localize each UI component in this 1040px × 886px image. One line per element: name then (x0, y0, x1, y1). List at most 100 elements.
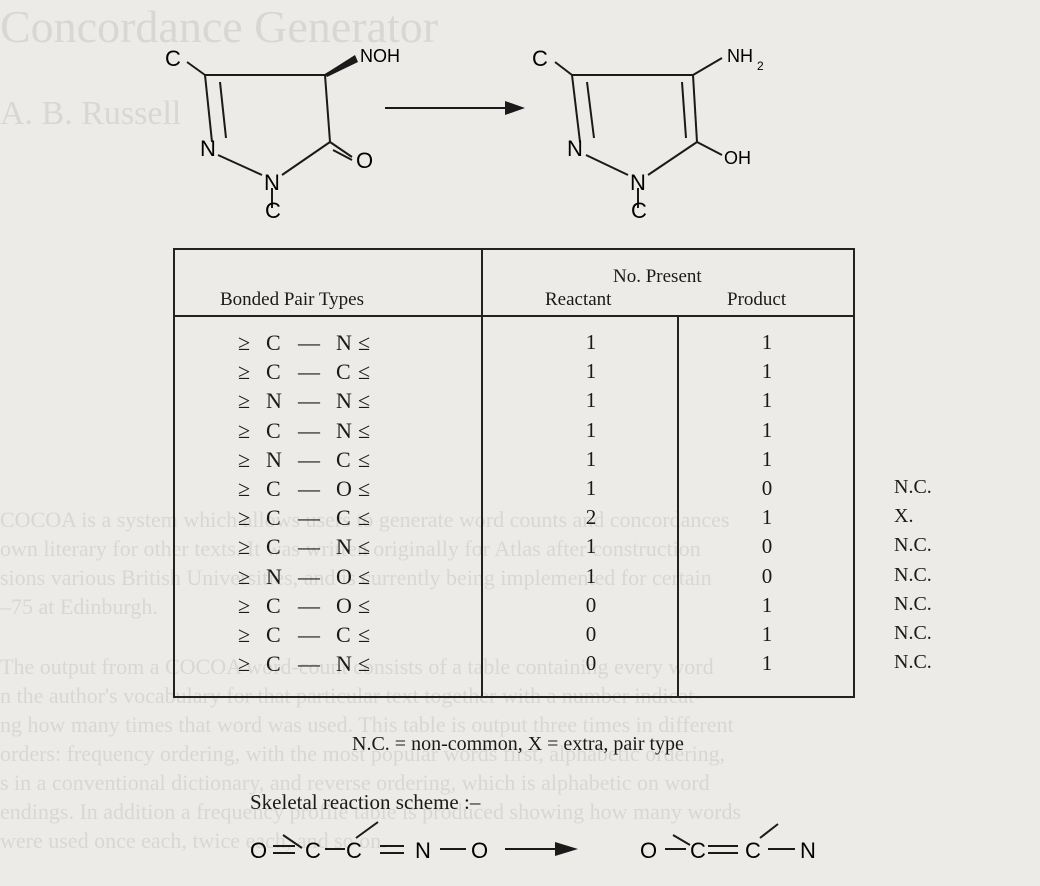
table-row: ≥N—N≤ 1 1 (0, 388, 1040, 417)
atom-label: NOH (360, 46, 400, 66)
reactant-count: 1 (585, 534, 597, 558)
atom-label: C (265, 198, 281, 223)
bonded-pair-formula: ≥C—N≤ (238, 534, 371, 559)
bond-atom: C (266, 622, 281, 647)
bond-atom: C (266, 476, 281, 501)
pair-type-note: N.C. (894, 476, 932, 498)
atom-label: C (305, 838, 321, 863)
atom-label: N (415, 838, 431, 863)
background-page-author: A. B. Russell (0, 95, 182, 132)
atom-label: O (471, 838, 488, 863)
skeletal-bonds (273, 821, 795, 854)
atom-label: OH (724, 148, 751, 168)
bond-atom: N (336, 418, 352, 443)
bonded-pair-formula: ≥C—C≤ (238, 505, 371, 530)
reactant-count: 1 (585, 476, 597, 500)
product-count: 1 (761, 622, 773, 646)
table-row: ≥N—C≤ 1 1 (0, 447, 1040, 476)
bond-atom: C (266, 418, 281, 443)
background-page-title: Concordance Generator (0, 1, 439, 52)
bond-atom: C (266, 534, 281, 559)
bond-atom: N (336, 534, 352, 559)
atom-label: N (800, 838, 816, 863)
product-count: 1 (761, 447, 773, 471)
atom-label: C (165, 46, 181, 71)
bond-atom: C (336, 622, 351, 647)
reactant-count: 0 (585, 593, 597, 617)
bond-atom: O (336, 564, 352, 589)
bonded-pair-formula: ≥C—O≤ (238, 593, 371, 618)
bond-atom: C (266, 359, 281, 384)
atom-label: C (745, 838, 761, 863)
table-row: ≥C—N≤ 1 0 N.C. (0, 534, 1040, 563)
table-divider (677, 316, 679, 698)
bond-atom: N (266, 447, 282, 472)
atom-label: 2 (757, 59, 764, 73)
product-count: 0 (761, 476, 773, 500)
reactant-structure (186, 57, 356, 208)
product-structure (554, 57, 723, 208)
bond-atom: C (336, 359, 351, 384)
skeletal-scheme-label: Skeletal reaction scheme :– (250, 790, 481, 814)
bonded-pair-formula: ≥N—C≤ (238, 447, 371, 472)
reactant-count: 0 (585, 622, 597, 646)
column-header-product: Product (727, 289, 787, 310)
product-count: 1 (761, 593, 773, 617)
table-footnote: N.C. = non-common, X = extra, pair type (352, 733, 684, 755)
bond-atom: C (266, 651, 281, 676)
atom-label: C (690, 838, 706, 863)
bond-atom: O (336, 593, 352, 618)
product-count: 1 (761, 388, 773, 412)
atom-label: O (356, 148, 373, 173)
pair-type-note: N.C. (894, 564, 932, 586)
column-header-bonded-pair-types: Bonded Pair Types (220, 289, 364, 310)
product-count: 0 (761, 534, 773, 558)
atom-label: N (630, 170, 646, 195)
table-divider (481, 248, 483, 698)
bonded-pair-formula: ≥C—N≤ (238, 330, 371, 355)
atom-label: C (631, 198, 647, 223)
product-count: 1 (761, 418, 773, 442)
background-paragraph: COCOA is a system which allows users to … (0, 507, 730, 619)
pair-type-note: X. (894, 505, 914, 527)
pair-type-note: N.C. (894, 651, 932, 673)
bonded-pair-formula: ≥C—O≤ (238, 476, 371, 501)
reactant-count: 1 (585, 388, 597, 412)
reactant-count: 1 (585, 330, 597, 354)
table-row: ≥C—N≤ 1 1 (0, 330, 1040, 359)
bond-atom: O (336, 476, 352, 501)
pair-type-note: N.C. (894, 534, 932, 556)
bond-atom: C (266, 593, 281, 618)
product-count: 1 (761, 505, 773, 529)
bond-atom: C (266, 330, 281, 355)
product-count: 1 (761, 651, 773, 675)
reaction-arrow (385, 101, 525, 115)
column-header-reactant: Reactant (545, 289, 612, 310)
table-row: ≥C—O≤ 0 1 N.C. (0, 593, 1040, 622)
atom-label: N (200, 136, 216, 161)
bonded-pair-formula: ≥N—O≤ (238, 564, 371, 589)
product-count: 1 (761, 330, 773, 354)
bond-atom: N (266, 388, 282, 413)
atom-label: C (532, 46, 548, 71)
atom-label: N (567, 136, 583, 161)
pair-type-note: N.C. (894, 622, 932, 644)
bonded-pair-table (173, 248, 855, 698)
reactant-count: 1 (585, 359, 597, 383)
bond-atom: C (336, 505, 351, 530)
atom-label: NH (727, 46, 753, 66)
atom-label: O (640, 838, 657, 863)
bonded-pair-formula: ≥N—N≤ (238, 388, 371, 413)
reactant-count: 1 (585, 447, 597, 471)
atom-label: O (250, 838, 267, 863)
wedge-bond (325, 55, 358, 77)
pair-type-note: N.C. (894, 593, 932, 615)
skeletal-arrow (555, 842, 578, 856)
